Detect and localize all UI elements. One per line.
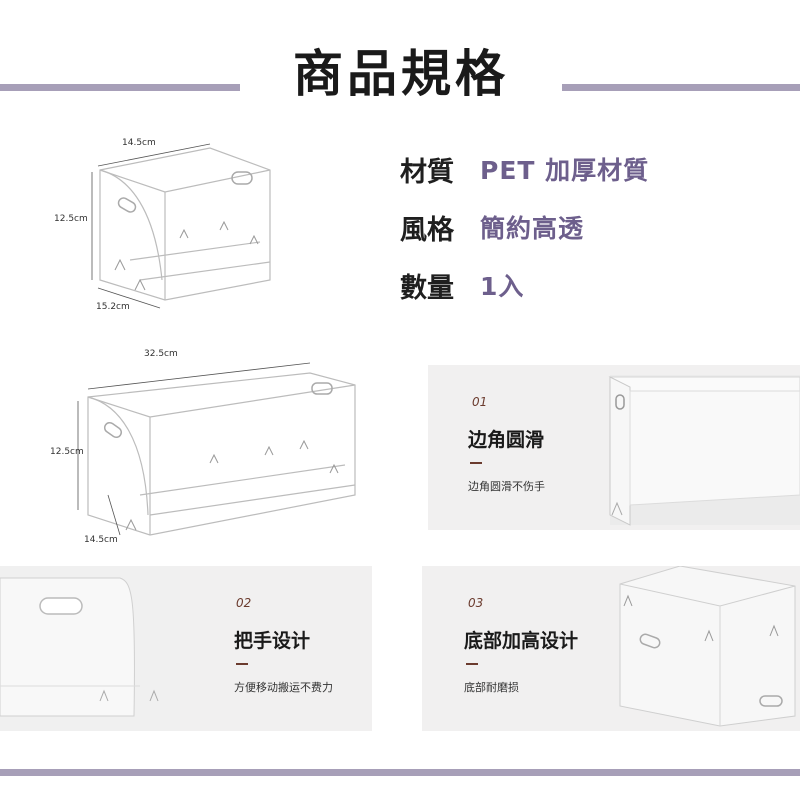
spec-value: 1入: [480, 272, 525, 301]
handle-photo: [0, 566, 180, 731]
header-rule-right: [562, 84, 800, 91]
spec-value: 簡約高透: [480, 214, 585, 243]
small-box-drawing: [91, 143, 271, 309]
spec-label: 材質: [400, 156, 454, 188]
feature-panel-rounded-corners: 01 边角圆滑 边角圆滑不伤手: [428, 365, 800, 530]
spec-label: 風格: [400, 214, 454, 246]
spec-row-quantity: 數量 1入: [400, 256, 649, 314]
feature-dash: [466, 663, 478, 665]
small-box-depth-label: 15.2cm: [96, 302, 130, 312]
small-box-height-label: 12.5cm: [54, 214, 88, 224]
feature-desc: 底部耐磨损: [464, 681, 519, 694]
spec-label: 數量: [400, 272, 454, 304]
spec-value: PET 加厚材質: [480, 156, 650, 185]
page-title: 商品規格: [293, 45, 509, 103]
large-box-drawing: [77, 362, 356, 536]
spec-list: 材質 PET 加厚材質 風格 簡約高透 數量 1入: [400, 140, 649, 314]
feature-dash: [236, 663, 248, 665]
feature-number: 03: [468, 596, 484, 610]
large-box-illustration: 32.5cm 12.5cm 14.5cm: [50, 345, 370, 555]
feature-title: 把手设计: [234, 630, 311, 652]
header: 商品規格: [0, 22, 800, 103]
feature-title: 底部加高设计: [464, 630, 579, 652]
feature-number: 02: [236, 596, 252, 610]
feature-desc: 边角圆滑不伤手: [468, 480, 545, 493]
feature-title: 边角圆滑: [468, 429, 545, 451]
raised-base-photo: [619, 566, 796, 727]
rounded-corner-photo: [608, 375, 800, 526]
header-rule-left: [0, 84, 240, 91]
large-box-depth-label: 14.5cm: [84, 535, 118, 545]
large-box-width-label: 32.5cm: [144, 349, 178, 359]
large-box-height-label: 12.5cm: [50, 447, 84, 457]
small-box-width-label: 14.5cm: [122, 138, 156, 148]
handle-text-area: [180, 566, 372, 731]
feature-dash: [470, 462, 482, 464]
small-box-illustration: 14.5cm 12.5cm 15.2cm: [54, 130, 300, 330]
footer-rule: [0, 769, 800, 776]
feature-number: 01: [472, 395, 488, 409]
feature-panel-raised-base: 03 底部加高设计 底部耐磨损: [422, 566, 800, 731]
spec-row-style: 風格 簡約高透: [400, 198, 649, 256]
feature-panel-handle-design: 02 把手设计 方便移动搬运不费力: [0, 566, 372, 731]
feature-desc: 方便移动搬运不费力: [234, 681, 333, 694]
spec-row-material: 材質 PET 加厚材質: [400, 140, 649, 198]
